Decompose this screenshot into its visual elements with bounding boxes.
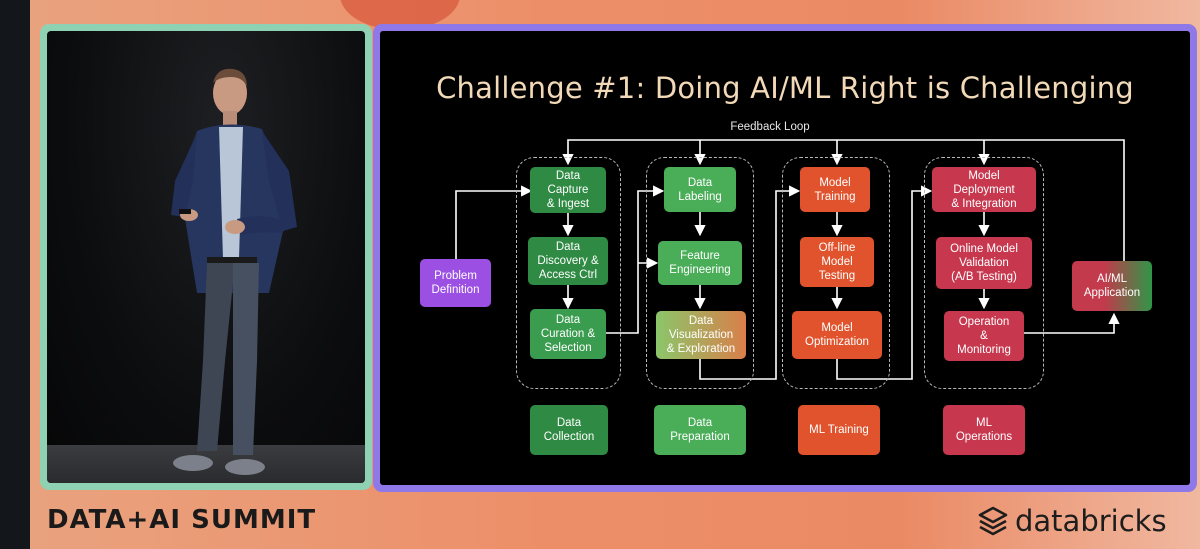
stage-label-ml-training: ML Training xyxy=(798,405,880,455)
node-model-optimization: Model Optimization xyxy=(792,311,882,359)
node-aiml-application: AI/ML Application xyxy=(1072,261,1152,311)
node-problem-definition: Problem Definition xyxy=(420,259,491,307)
databricks-layers-icon xyxy=(978,506,1008,536)
node-model-deployment: Model Deployment & Integration xyxy=(932,167,1036,212)
flow-connectors xyxy=(455,139,1125,380)
stage-box-data-preparation xyxy=(646,157,754,389)
stage-box-ml-training xyxy=(782,157,890,389)
node-model-training: Model Training xyxy=(800,167,870,212)
brand-logo: databricks xyxy=(977,504,1167,538)
stage-label-data-preparation: Data Preparation xyxy=(654,405,746,455)
node-data-discovery: Data Discovery & Access Ctrl xyxy=(528,237,608,285)
node-data-capture: Data Capture & Ingest xyxy=(530,167,606,213)
stage-box-data-collection xyxy=(516,157,621,389)
node-data-curation: Data Curation & Selection xyxy=(530,309,606,359)
speaker-video xyxy=(47,31,365,483)
node-data-visualization: Data Visualization & Exploration xyxy=(656,311,746,359)
slide: Challenge #1: Doing AI/ML Right is Chall… xyxy=(380,31,1190,485)
slide-title: Challenge #1: Doing AI/ML Right is Chall… xyxy=(436,71,1134,105)
stage-label-ml-operations: ML Operations xyxy=(943,405,1025,455)
speaker-figure xyxy=(171,68,297,475)
stage-label-data-collection: Data Collection xyxy=(530,405,608,455)
node-operation-monitoring: Operation & Monitoring xyxy=(944,311,1024,361)
node-online-validation: Online Model Validation (A/B Testing) xyxy=(936,237,1032,289)
slide-frame: Challenge #1: Doing AI/ML Right is Chall… xyxy=(373,24,1197,492)
node-feature-engineering: Feature Engineering xyxy=(658,241,742,285)
event-logo: DATA+AI SUMMIT xyxy=(47,505,317,535)
feedback-loop-label: Feedback Loop xyxy=(730,121,810,133)
stage-box-ml-operations xyxy=(924,157,1044,389)
node-offline-testing: Off-line Model Testing xyxy=(800,237,874,287)
speaker-video-frame xyxy=(40,24,372,490)
brand-name: databricks xyxy=(1015,504,1167,538)
node-data-labeling: Data Labeling xyxy=(664,167,736,212)
